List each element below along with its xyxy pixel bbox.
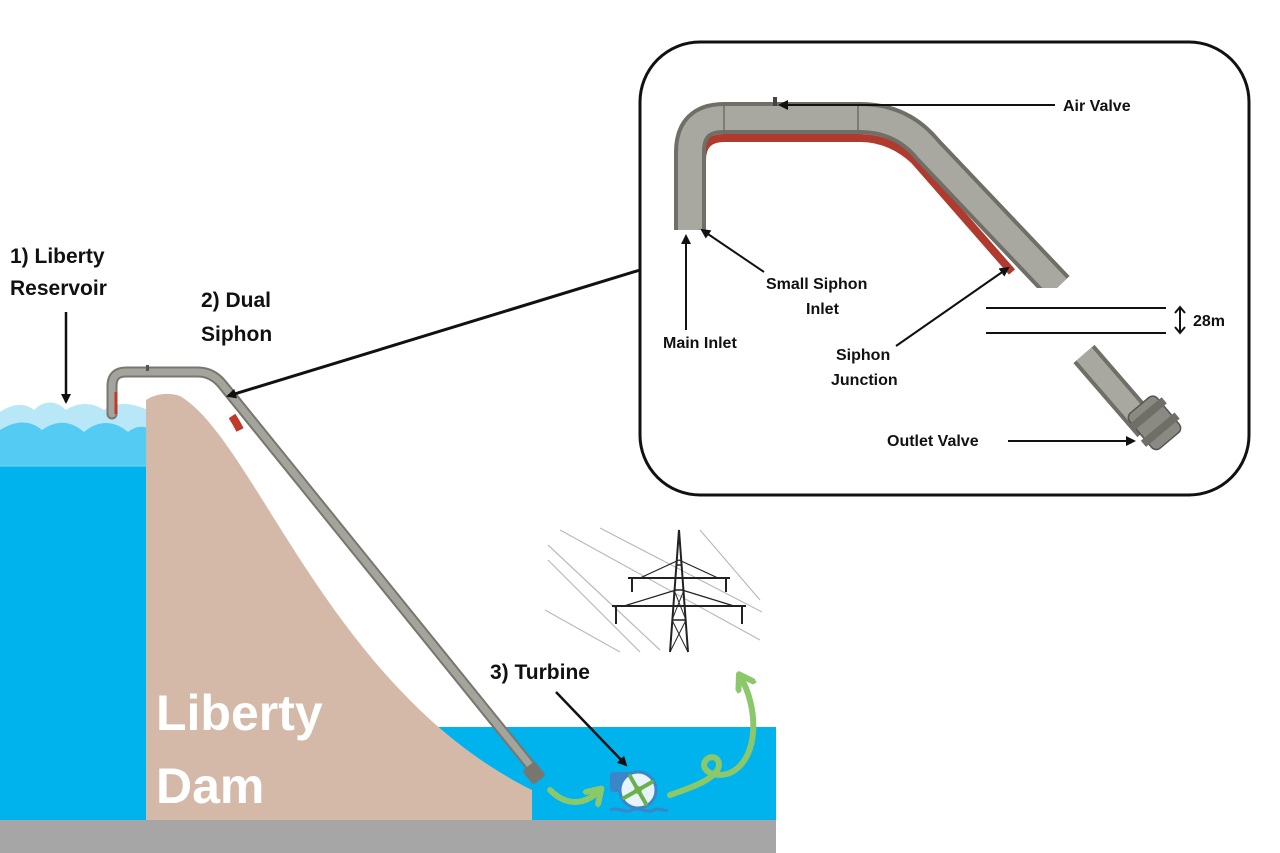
junction-arrow (895, 266, 1010, 347)
small-inlet-label-line1: Small Siphon (766, 276, 867, 293)
main-inlet-label: Main Inlet (663, 335, 737, 352)
reservoir-water (0, 412, 148, 820)
air-valve-icon (773, 97, 777, 106)
detail-inset: 28m Air Valve Small Siphon Inlet Main In… (638, 40, 1251, 497)
flow-arrow-icon (547, 790, 600, 802)
turbine-label: 3) Turbine (490, 661, 590, 684)
siphon-pipe (106, 365, 545, 784)
small-inlet-arrow (700, 228, 765, 273)
siphon-label-line2: Siphon (201, 323, 272, 346)
arrow-up-icon (667, 676, 753, 798)
ground (0, 820, 776, 853)
junction-label-line2: Junction (831, 372, 898, 389)
outlet-valve-label: Outlet Valve (887, 433, 979, 450)
reservoir-waves-dark (0, 422, 148, 466)
dimension-label: 28m (1193, 313, 1225, 330)
turbine-icon (609, 770, 669, 813)
turbine-arrow (555, 691, 628, 767)
dam-label-line1: Liberty (156, 685, 323, 741)
small-inlet-label-line2: Inlet (806, 301, 840, 318)
junction-label-line1: Siphon (836, 347, 890, 364)
siphon-label-line1: 2) Dual (201, 289, 271, 312)
double-arrow-icon (1174, 305, 1186, 335)
pylon-icon (544, 527, 763, 653)
air-valve-label: Air Valve (1063, 98, 1131, 115)
reservoir-label-line2: Reservoir (10, 277, 107, 300)
callout-arrow (226, 268, 641, 399)
reservoir-label-line1: 1) Liberty (10, 245, 105, 268)
liberty-dam (146, 393, 532, 820)
dam-label-line2: Dam (156, 758, 264, 814)
outlet-valve-icon (1127, 395, 1182, 451)
